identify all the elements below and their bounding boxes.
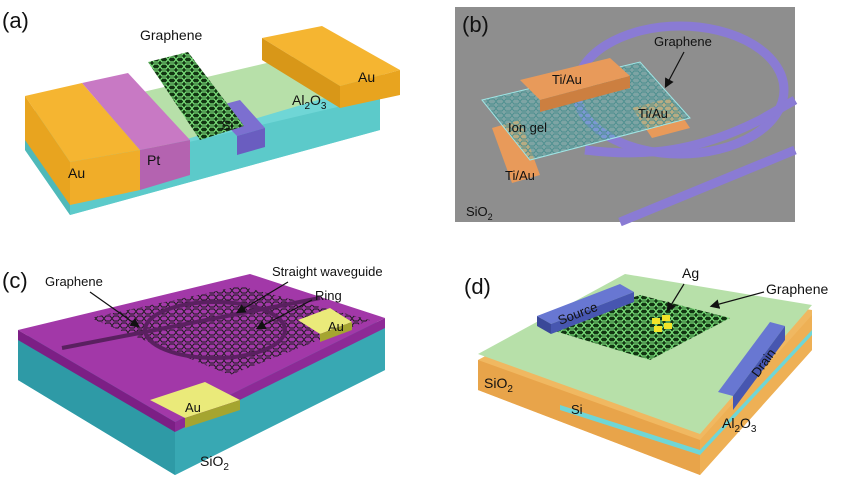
label-au-right-c: Au [328, 319, 344, 334]
panel-a: (a) Graphene Au Pt Si Al2O3 Au [2, 8, 400, 215]
drain-electrode [733, 326, 785, 410]
graphene-sheet-c [90, 286, 370, 375]
straight-waveguide-c [61, 296, 321, 350]
label-tiau-left: Ti/Au [505, 168, 535, 183]
label-ag: Ag [682, 265, 699, 281]
label-tiau-top: Ti/Au [552, 72, 582, 87]
ag-pad-4 [664, 323, 672, 329]
label-si-d: Si [571, 402, 583, 417]
label-sio2-d: SiO2 [484, 375, 513, 395]
arrow-straight-waveguide [235, 281, 289, 314]
tiau-top-pad [540, 76, 630, 112]
tiau-left-pad [492, 120, 540, 183]
label-au-left-c: Au [185, 400, 201, 415]
arrow-graphene-c [89, 291, 140, 328]
graphene-sheet-a [148, 52, 244, 140]
graphene-sheet-d [545, 295, 730, 360]
source-electrode [551, 292, 634, 334]
au-right-pad-top [262, 26, 400, 86]
au-left-pad-top [25, 83, 140, 162]
drain-electrode-top [718, 322, 785, 396]
tiau-top-pad-top [520, 58, 630, 100]
label-straight-waveguide: Straight waveguide [272, 264, 383, 279]
au-right-pad [340, 70, 400, 108]
label-si-a: Si [221, 117, 233, 133]
si-waveguide [237, 128, 265, 155]
arrow-graphene-d [709, 291, 765, 309]
panel-b: (b) Graphene Ti/Au Ti/Au Ion gel Ti/Au S… [455, 7, 798, 227]
pt-electrode-top [82, 73, 190, 150]
au-pad-left-c-top [150, 382, 240, 418]
label-graphene-c: Graphene [45, 274, 103, 289]
label-graphene-d: Graphene [766, 281, 828, 297]
au-pad-left-c [185, 400, 240, 428]
au-pad-right-c-top [298, 308, 352, 334]
bus-waveguide-b [584, 96, 798, 227]
label-ring: Ring [315, 288, 342, 303]
label-ion-gel: Ion gel [508, 120, 547, 135]
arrow-graphene-b [664, 51, 685, 89]
arrow-ring [255, 299, 313, 330]
label-au-left-a: Au [68, 165, 85, 181]
label-au-right-a: Au [358, 69, 375, 85]
label-pt-a: Pt [147, 152, 160, 168]
ag-pad-3 [654, 326, 662, 332]
label-al2o3-d: Al2O3 [722, 415, 757, 435]
panel-d: (d) Ag Graphene Source Drain SiO2 Si Al2… [464, 265, 828, 475]
panel-d-label: (d) [464, 274, 491, 299]
label-al2o3-a: Al2O3 [292, 92, 327, 112]
label-graphene-a: Graphene [140, 27, 202, 43]
label-sio2-c: SiO2 [200, 453, 229, 473]
au-pad-right-c [320, 322, 352, 342]
ag-pad-2 [662, 315, 670, 321]
source-electrode-top [537, 284, 634, 324]
label-graphene-b: Graphene [654, 34, 712, 49]
panel-c-label: (c) [2, 268, 28, 293]
panel-c: (c) Graphene Straight waveguide Ring Au … [2, 264, 385, 475]
label-tiau-right: Ti/Au [638, 106, 668, 121]
si-layer-d [560, 405, 700, 455]
pt-electrode [140, 140, 190, 190]
ag-pad-1 [652, 318, 660, 324]
au-left-pad [70, 150, 140, 205]
label-sio2-b: SiO2 [466, 204, 493, 222]
panel-b-label: (b) [462, 12, 489, 37]
panel-a-label: (a) [2, 8, 29, 33]
arrow-ag [666, 283, 685, 313]
